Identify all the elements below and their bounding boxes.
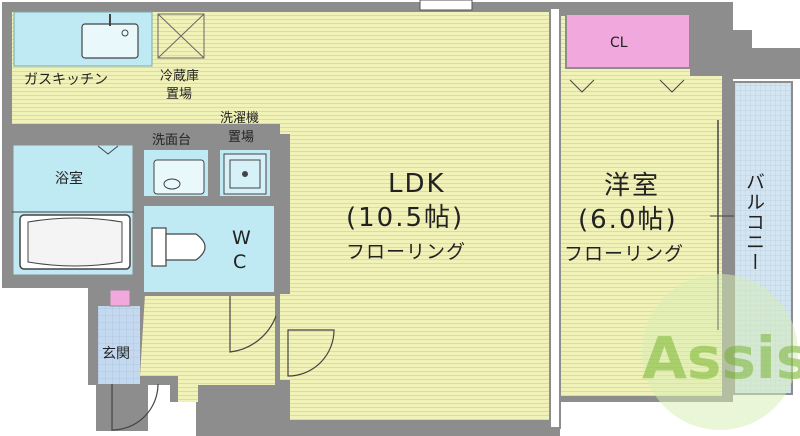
entrance-door-icon — [111, 383, 159, 431]
wc-label-w: W — [232, 227, 252, 249]
assist-logo: Assist — [642, 274, 800, 430]
shoe-box — [109, 289, 131, 307]
fridge-space — [157, 13, 205, 59]
western-room-floor-label: フローリング — [564, 243, 684, 265]
fridge-label-2: 置場 — [166, 87, 192, 102]
ldk-door-icon — [287, 329, 335, 377]
western-room-name: 洋室 — [604, 171, 660, 201]
corridor-floor — [140, 294, 275, 402]
entrance-floor — [98, 306, 140, 384]
washer-label-1: 洗濯機 — [220, 111, 259, 126]
window-top — [419, 0, 473, 11]
bath-door-icon — [97, 145, 119, 155]
western-room-size: (6.0帖) — [578, 205, 678, 235]
ldk-floor-label: フローリング — [346, 241, 466, 263]
closet — [565, 13, 691, 69]
ldk-western-partition — [549, 7, 561, 429]
fridge-label-1: 冷蔵庫 — [160, 69, 199, 84]
washer-label-2: 置場 — [228, 130, 254, 145]
washstand-label: 洗面台 — [152, 133, 191, 148]
entrance-label: 玄関 — [102, 345, 130, 362]
bathroom-label: 浴室 — [55, 170, 83, 187]
toilet-bowl-icon — [165, 233, 206, 261]
closet-label: CL — [610, 35, 628, 51]
svg-text:Assist: Assist — [642, 324, 800, 392]
ldk-name: LDK — [388, 169, 446, 199]
kitchen-label: ガスキッチン — [24, 72, 108, 88]
wc-door-icon — [229, 296, 277, 353]
sink-icon — [81, 23, 139, 59]
ldk-size: (10.5帖) — [346, 203, 464, 233]
balcony-label: バルコニー — [743, 172, 765, 272]
wc-label-c: C — [233, 251, 247, 273]
closet-door-icon — [569, 79, 685, 93]
washstand-icon — [153, 159, 205, 195]
toilet-tank-icon — [151, 227, 167, 267]
sink-drain-icon — [121, 29, 129, 37]
